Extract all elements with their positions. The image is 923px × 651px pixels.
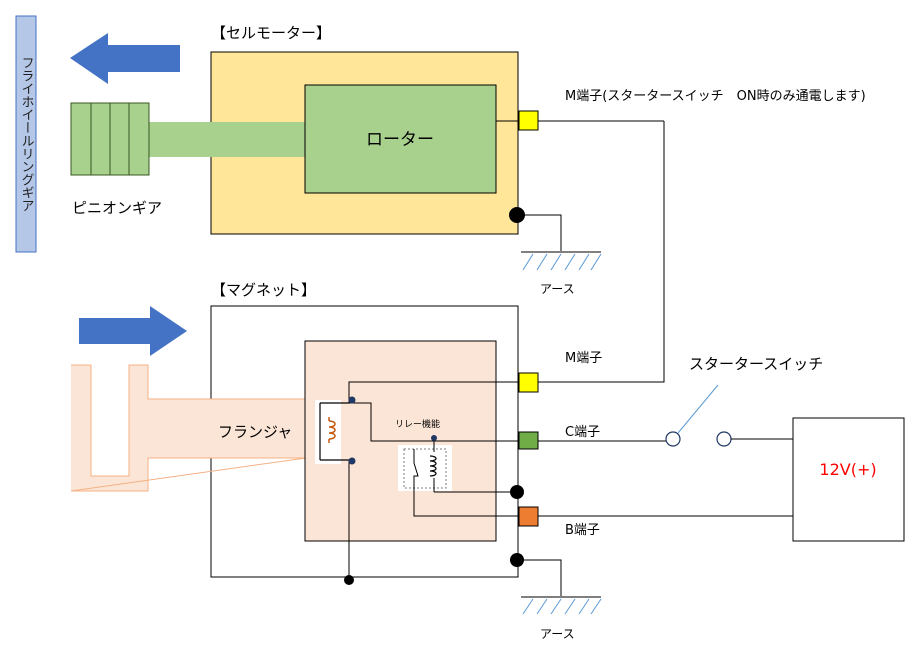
relay-function-label: リレー機能 [395, 418, 440, 430]
starter-switch: スタータースイッチ [665, 355, 823, 447]
left-arrow-icon [70, 33, 180, 84]
earth-top-label: アース [540, 282, 575, 296]
plunger-label: フランジャ [218, 423, 292, 441]
earth-symbol-bottom: アース [521, 596, 602, 641]
c-terminal [518, 431, 539, 450]
starter-motor-title: 【セルモーター】 [211, 24, 331, 42]
pinion-gear [70, 102, 150, 176]
switch-contact-left [665, 431, 681, 447]
b-terminal-label: B端子 [565, 523, 600, 538]
coil-icon [319, 402, 349, 461]
flywheel-label: フライホイールリングギア [19, 56, 35, 212]
flywheel-bar [15, 15, 37, 253]
right-arrow-icon [79, 306, 187, 356]
relay-earth-dot [510, 485, 524, 499]
rotor [304, 84, 497, 194]
ground-junction [344, 575, 354, 585]
m-terminal [518, 372, 539, 393]
flywheel-ring-gear: フライホイールリングギア [15, 15, 37, 253]
relay-background [398, 445, 452, 491]
magnet-title: 【マグネット】 [211, 281, 316, 299]
pinion-shaft [148, 122, 306, 157]
starter-switch-label: スタータースイッチ [689, 355, 823, 373]
m-terminal-top [518, 110, 539, 131]
relay-icon [403, 441, 447, 492]
plunger [71, 365, 306, 491]
starter-motor: 【セルモーター】 ピニオンギア ローター M端子(スタータースイッチ ON時のみ… [70, 24, 866, 251]
earth-symbol-top: アース [521, 251, 602, 296]
battery-label: 12V(+) [819, 460, 876, 479]
m-terminal-top-label: M端子(スタータースイッチ ON時のみ通電します) [565, 89, 866, 104]
m-terminal-label: M端子 [565, 351, 602, 366]
rotor-label: ローター [366, 130, 434, 150]
pinion-gear-label: ピニオンギア [72, 199, 162, 217]
battery: 12V(+) [792, 417, 905, 542]
coil-background [315, 400, 341, 464]
b-terminal [518, 506, 539, 527]
c-terminal-label: C端子 [565, 425, 600, 440]
switch-lever [677, 384, 719, 434]
switch-contact-right [716, 431, 732, 447]
earth-bottom-label: アース [540, 627, 575, 641]
magnet-switch: 【マグネット】 フランジャ リレー機能 [70, 281, 602, 585]
battery-box [792, 417, 905, 542]
